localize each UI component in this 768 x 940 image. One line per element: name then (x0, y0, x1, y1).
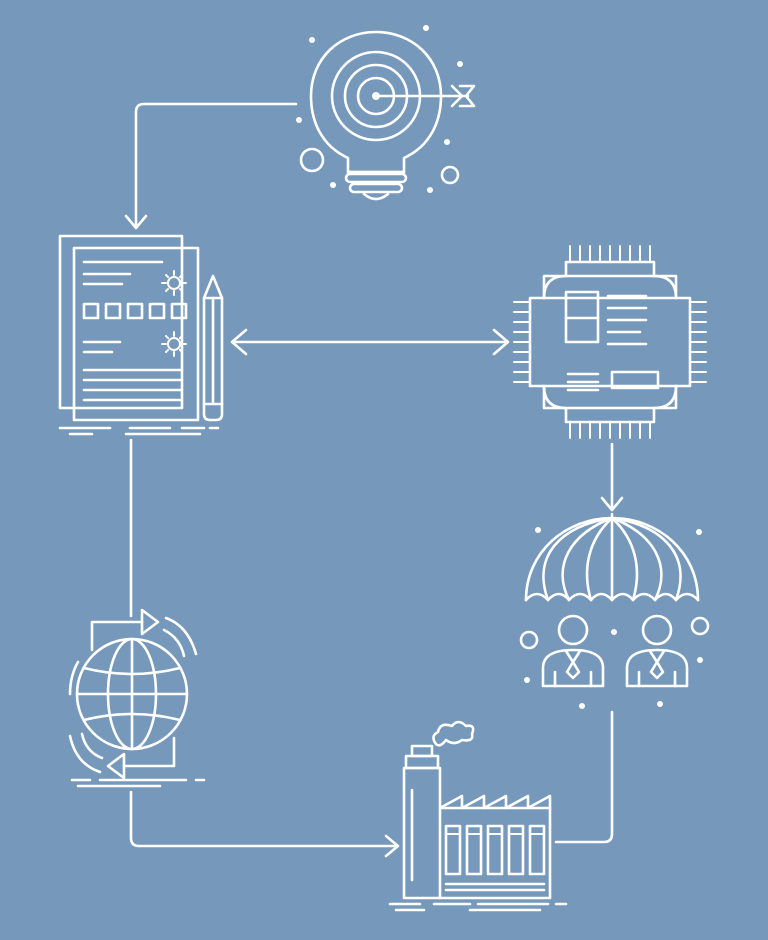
connector-planning-development (230, 328, 510, 356)
factory-icon (388, 720, 568, 912)
connector-idea-to-planning (124, 102, 298, 230)
chip-layout-icon (513, 245, 707, 439)
lightbulb-target-icon (296, 25, 476, 201)
connector-global-to-production (129, 790, 400, 858)
connector-development-to-protection (600, 442, 624, 512)
umbrella-people-icon (519, 512, 710, 709)
document-pencil-icon (58, 234, 224, 436)
connector-protection-to-production (554, 710, 614, 844)
globe-refresh-icon (68, 608, 206, 788)
